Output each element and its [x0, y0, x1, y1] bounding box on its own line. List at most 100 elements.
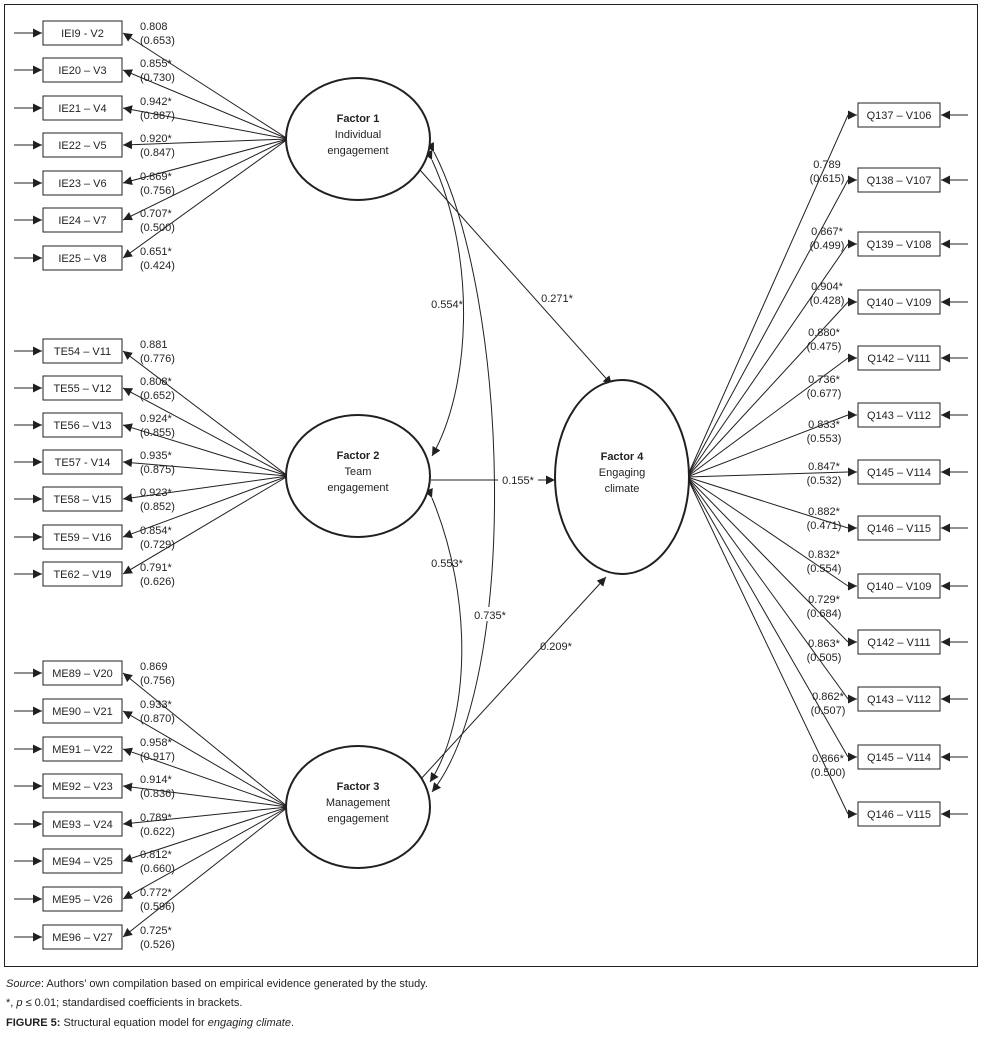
indicator-label: Q138 – V107	[867, 175, 932, 187]
loading-r2: (0.626)	[140, 576, 175, 588]
indicator-f3-1: ME89 – V20	[14, 660, 123, 686]
indicator-box	[42, 245, 123, 271]
loading-path	[686, 476, 849, 529]
indicator-f4-2: Q138 – V107	[857, 167, 968, 193]
indicator-f3-3: ME91 – V22	[14, 736, 123, 762]
caption-source: Source: Authors’ own compilation based o…	[6, 978, 428, 991]
loading-path	[686, 179, 849, 478]
indicator-box	[857, 629, 941, 655]
indicator-label: TE57 - V14	[55, 457, 111, 469]
indicator-label: IE23 – V6	[58, 178, 106, 190]
indicator-label: Q145 – V114	[867, 752, 931, 764]
factor-name-line2: engagement	[327, 145, 388, 157]
indicator-box	[857, 102, 941, 128]
loading-r2: (0.507)	[811, 705, 846, 717]
indicator-label: Q145 – V114	[867, 467, 931, 479]
factor-ellipse	[285, 414, 431, 538]
indicator-box	[857, 573, 941, 599]
indicator-f2-4: TE57 - V14	[14, 449, 123, 475]
factor-ellipse	[285, 745, 431, 869]
covariance-f2-f3	[424, 487, 463, 783]
indicator-f4-7: Q145 – V114	[857, 459, 968, 485]
indicator-box	[857, 345, 941, 371]
indicator-label: Q146 – V115	[867, 809, 931, 821]
factor-ellipse	[285, 77, 431, 201]
figure-end: .	[290, 1017, 294, 1029]
indicator-box	[857, 167, 941, 193]
loading-r2: (0.428)	[810, 295, 845, 307]
indicator-label: Q137 – V106	[867, 110, 932, 122]
indicator-box	[857, 289, 941, 315]
loading-r2: (0.730)	[140, 72, 175, 84]
loading-coef: 0.867*	[811, 226, 844, 238]
loading-r2: (0.756)	[140, 185, 175, 197]
loading-path	[122, 423, 289, 477]
loading-path	[122, 475, 289, 503]
loading-path	[122, 138, 289, 221]
loading-r2: (0.729)	[140, 539, 175, 551]
indicator-label: IEI9 - V2	[61, 28, 104, 40]
loading-coef: 0.855*	[140, 58, 173, 70]
indicator-box	[42, 660, 123, 686]
loading-r2: (0.756)	[140, 675, 175, 687]
indicator-label: IE24 – V7	[58, 215, 106, 227]
indicator-f4-11: Q143 – V112	[857, 686, 968, 712]
indicator-f2-5: TE58 – V15	[14, 486, 123, 512]
indicator-box	[42, 524, 123, 550]
loading-r2: (0.615)	[810, 173, 845, 185]
indicator-f1-6: IE24 – V7	[14, 207, 123, 233]
indicator-f1-5: IE23 – V6	[14, 170, 123, 196]
loading-r2: (0.847)	[140, 147, 175, 159]
note-p: p	[16, 997, 23, 1009]
indicator-box	[857, 402, 941, 428]
indicator-label: Q139 – V108	[867, 239, 932, 251]
loading-path	[686, 476, 849, 643]
source-label: Source	[6, 978, 41, 990]
loading-coef: 0.958*	[140, 737, 173, 749]
loading-coef: 0.729*	[808, 594, 841, 606]
indicator-f3-7: ME95 – V26	[14, 886, 123, 912]
factor-name-line1: Team	[345, 466, 372, 478]
indicator-f1-7: IE25 – V8	[14, 245, 123, 271]
indicator-f4-6: Q143 – V112	[857, 402, 968, 428]
loading-path	[122, 710, 289, 808]
loading-path	[122, 806, 289, 900]
indicator-label: Q140 – V109	[867, 581, 932, 593]
indicator-box	[42, 95, 123, 121]
cov-coef-f1-f2: 0.554*	[431, 299, 464, 311]
factor-title: Factor 4	[601, 451, 645, 463]
figure-text: Structural equation model for	[60, 1017, 208, 1029]
indicator-f4-1: Q137 – V106	[857, 102, 968, 128]
note-text: ≤ 0.01; standardised coefficients in bra…	[22, 997, 243, 1009]
loading-coef: 0.789	[813, 159, 841, 171]
loading-path	[122, 387, 289, 477]
indicator-label: ME90 – V21	[52, 706, 113, 718]
loading-coef: 0.854*	[140, 525, 173, 537]
loading-coef: 0.847*	[808, 461, 841, 473]
source-text: : Authors’ own compilation based on empi…	[40, 978, 428, 990]
loading-coef: 0.942*	[140, 96, 173, 108]
loading-path	[122, 806, 289, 863]
indicator-box	[857, 686, 941, 712]
loading-r2: (0.660)	[140, 863, 175, 875]
indicator-label: IE21 – V4	[58, 103, 106, 115]
factor-title: Factor 3	[337, 781, 380, 793]
loading-coef: 0.832*	[808, 549, 841, 561]
indicator-label: TE58 – V15	[53, 494, 111, 506]
indicator-label: Q142 – V111	[867, 353, 930, 365]
indicator-label: ME94 – V25	[52, 856, 113, 868]
indicator-f3-5: ME93 – V24	[14, 811, 123, 837]
indicator-label: Q146 – V115	[867, 523, 931, 535]
covariance-f1-f3	[425, 141, 496, 793]
indicator-box	[857, 801, 941, 827]
path-f1-f4	[419, 169, 613, 386]
loading-r2: (0.500)	[140, 222, 175, 234]
covariance-f1-f2	[424, 149, 464, 457]
loading-path	[686, 476, 849, 758]
indicator-box	[42, 375, 123, 401]
loading-path	[686, 114, 849, 478]
indicator-f3-6: ME94 – V25	[14, 848, 123, 874]
factor-title: Factor 1	[337, 113, 380, 125]
